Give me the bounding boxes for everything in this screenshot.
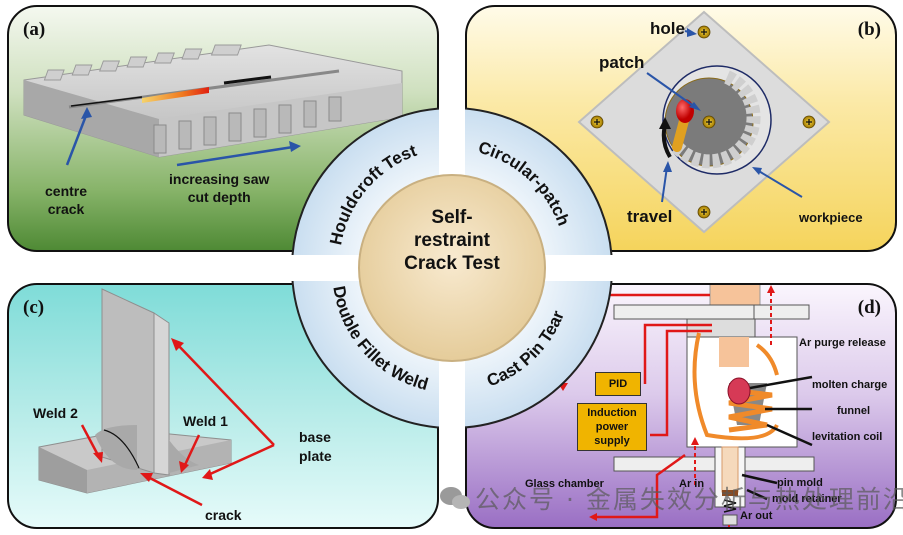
base-plate-line1: base bbox=[299, 429, 331, 445]
weld1-label: Weld 1 bbox=[183, 413, 228, 429]
crack-label: crack bbox=[205, 507, 242, 523]
wechat-icon bbox=[440, 487, 470, 509]
circular-patch-drawing bbox=[577, 10, 831, 234]
panel-label-c: (c) bbox=[23, 297, 45, 318]
patch-label: patch bbox=[599, 53, 645, 72]
levitation-coil-label: levitation coil bbox=[812, 431, 883, 443]
watermark-text: 公众号 · 金属失效分析与热处理前沿 bbox=[475, 485, 903, 514]
ar-out-label: Ar out bbox=[740, 510, 773, 522]
panel-a-houldcroft: (a) bbox=[7, 5, 439, 252]
pid-box: PID bbox=[595, 372, 641, 396]
power-line2: power bbox=[595, 421, 629, 433]
mold-retainer-label: mold retainer bbox=[772, 493, 842, 505]
panel-c-double-fillet-weld: (c) Weld 2 Weld 1 base plate crack bbox=[7, 283, 439, 529]
molten-charge-label: molten charge bbox=[812, 379, 888, 391]
power-line1: Induction bbox=[587, 407, 637, 419]
travel-label: travel bbox=[627, 207, 673, 226]
base-plate-line2: plate bbox=[299, 448, 332, 464]
pin-mold-label: pin mold bbox=[777, 477, 823, 489]
saw-cut-label: increasing saw cut depth bbox=[169, 170, 269, 206]
power-line3: supply bbox=[594, 435, 630, 447]
centre-crack-line1: centre bbox=[45, 183, 88, 199]
centre-crack-line2: crack bbox=[47, 201, 85, 217]
pid-label: PID bbox=[608, 378, 628, 390]
panel-label-a: (a) bbox=[23, 19, 46, 40]
panel-b-circular-patch: (b) bbox=[465, 5, 897, 252]
panel-label-d: (d) bbox=[857, 297, 881, 318]
induction-power-supply-box: Induction power supply bbox=[577, 403, 647, 451]
glass-chamber-label: Glass chamber bbox=[525, 478, 604, 490]
fillet-weld-drawing bbox=[38, 288, 275, 507]
centre-crack-label: centre crack bbox=[45, 182, 87, 218]
saw-cut-line1: increasing saw bbox=[169, 171, 270, 187]
saw-cut-line2: cut depth bbox=[187, 189, 251, 205]
ar-in-label: Ar in bbox=[679, 478, 705, 490]
funnel-label: funnel bbox=[837, 405, 870, 417]
hole-label: hole bbox=[650, 19, 685, 38]
cast-pin-tear-apparatus-drawing bbox=[558, 285, 815, 527]
center-title-line3: Crack Test bbox=[404, 253, 500, 274]
panel-label-b: (b) bbox=[857, 19, 881, 40]
ar-purge-release-label: Ar purge release bbox=[799, 337, 886, 349]
base-plate-label: base plate bbox=[299, 428, 332, 466]
weld2-label: Weld 2 bbox=[33, 405, 78, 421]
workpiece-label: workpiece bbox=[799, 210, 863, 225]
